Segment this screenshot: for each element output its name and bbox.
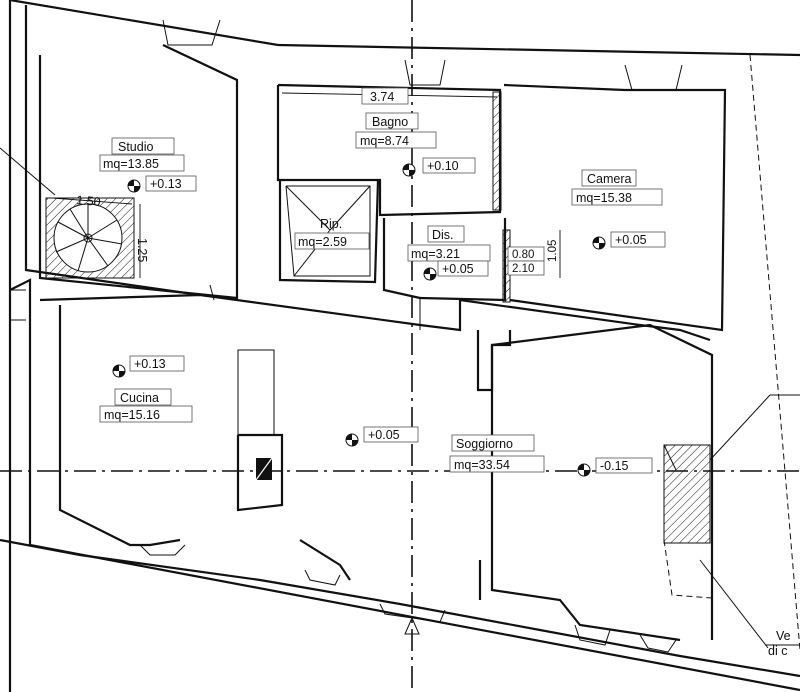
door-dimension-b: 2.10	[512, 263, 534, 275]
elevation-marker-icon	[578, 464, 590, 476]
room-elevation: +0.13	[134, 357, 166, 371]
room-rip: Rip. mq=2.59	[294, 217, 370, 250]
room-dis: Dis. mq=3.21 +0.05	[407, 225, 491, 281]
room-name: Bagno	[372, 115, 408, 129]
room-name: Cucina	[120, 391, 159, 405]
room-area: mq=13.85	[103, 157, 159, 171]
note-line-2: di c	[768, 644, 787, 658]
room-area: mq=8.74	[360, 134, 409, 148]
room-area: mq=2.59	[298, 235, 347, 249]
room-name: Camera	[587, 172, 632, 186]
room-area: mq=33.54	[454, 458, 510, 472]
openings	[10, 284, 677, 653]
room-name: Soggiorno	[456, 437, 513, 451]
elevation-marker-icon	[593, 237, 605, 249]
room-bagno: Bagno mq=8.74 +0.10 3.74	[355, 87, 476, 177]
bagno-width-dimension: 3.74	[370, 90, 394, 104]
room-studio: Studio mq=13.85 +0.13	[99, 137, 197, 193]
room-area: mq=15.38	[576, 191, 632, 205]
room-name: Dis.	[432, 228, 454, 242]
elevation-marker-icon	[346, 434, 358, 446]
elevation-marker-icon	[128, 180, 140, 192]
soggiorno-walls	[490, 323, 800, 649]
note-line-1: Ve	[776, 629, 791, 643]
central-walls	[39, 293, 711, 600]
elevation-marker-icon	[113, 365, 125, 377]
room-elevation: -0.15	[600, 459, 629, 473]
room-area: mq=15.16	[104, 408, 160, 422]
room-elevation: +0.05	[442, 262, 474, 276]
elevation-marker-icon	[403, 164, 415, 176]
room-elevation: +0.13	[150, 177, 182, 191]
corridor-elevation: +0.05	[345, 426, 419, 447]
door-dimension-c: 1.05	[547, 240, 559, 262]
room-cucina: +0.13 Cucina mq=15.16	[99, 355, 193, 423]
door-dimension-a: 0.80	[512, 249, 534, 261]
room-camera: Camera mq=15.38 +0.05	[571, 169, 666, 250]
room-elevation: +0.10	[427, 159, 459, 173]
studio-walls	[0, 19, 239, 300]
corridor-elevation-value: +0.05	[368, 428, 400, 442]
room-soggiorno: Soggiorno mq=33.54 -0.15	[449, 434, 653, 477]
room-elevation: +0.05	[615, 233, 647, 247]
stair-depth-dimension: 1.25	[135, 238, 149, 262]
right-boundary-line	[749, 54, 800, 651]
column	[237, 349, 275, 436]
rip-walls	[278, 179, 380, 284]
door-dimensions: 0.80 2.10 1.05	[507, 230, 561, 278]
elevation-marker-icon	[424, 268, 436, 280]
stair-width-dimension: 1.50	[76, 193, 102, 209]
room-name: Studio	[118, 140, 153, 154]
room-area: mq=3.21	[411, 247, 460, 261]
note: Ve di c	[765, 629, 800, 658]
room-name: Rip.	[320, 217, 342, 231]
